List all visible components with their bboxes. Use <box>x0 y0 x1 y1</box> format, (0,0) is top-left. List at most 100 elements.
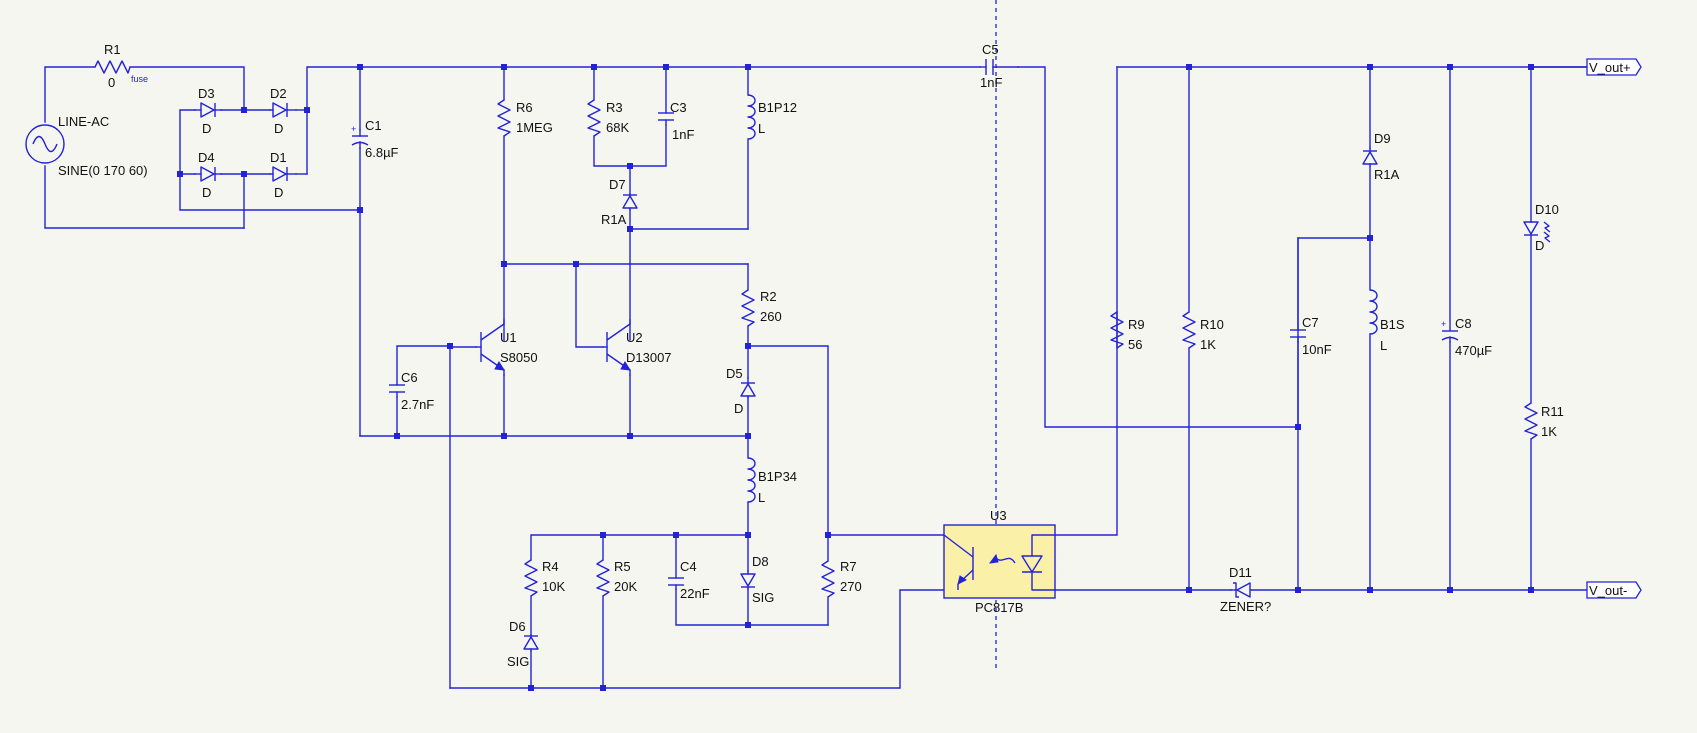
r3-value-label: 68K <box>606 120 629 135</box>
d10-value-label: D <box>1535 238 1544 253</box>
capacitor-c6[interactable]: C6 2.7nF <box>389 370 434 412</box>
transistor-u2[interactable]: U2 D13007 <box>602 319 672 376</box>
inductor-b1p12[interactable]: B1P12 L <box>747 94 797 140</box>
port-vout-minus[interactable]: V_out- <box>1586 581 1642 599</box>
d9-ref-label: D9 <box>1374 131 1391 146</box>
d3-value-label: D <box>202 121 211 136</box>
vout-plus-label: V_out+ <box>1589 60 1631 75</box>
r3-ref-label: R3 <box>606 100 623 115</box>
d11-value-label: ZENER? <box>1220 599 1271 614</box>
b1p34-ref-label: B1P34 <box>758 469 797 484</box>
capacitor-c1[interactable]: + C1 6.8µF <box>351 118 399 160</box>
diode-d8[interactable]: D8 SIG <box>740 554 774 605</box>
r6-value-label: 1MEG <box>516 120 553 135</box>
diode-d3[interactable]: D3 D <box>194 86 222 136</box>
capacitor-c5[interactable]: C5 1nF <box>979 42 1019 90</box>
u1-ref-label: U1 <box>500 330 517 345</box>
r1-note-label: fuse <box>131 74 148 84</box>
d8-value-label: SIG <box>752 590 774 605</box>
b1p12-value-label: L <box>758 121 765 136</box>
inductor-b1s[interactable]: B1S L <box>1369 289 1405 353</box>
diode-d2[interactable]: D2 D <box>269 86 297 136</box>
d4-value-label: D <box>202 185 211 200</box>
transistor-u1[interactable]: U1 S8050 <box>475 319 538 376</box>
diode-d9[interactable]: D9 R1A <box>1362 131 1400 182</box>
r4-value-label: 10K <box>542 579 565 594</box>
resistor-r11[interactable]: R11 1K <box>1524 402 1564 440</box>
r11-ref-label: R11 <box>1541 404 1564 419</box>
resistor-r4[interactable]: R4 10K <box>524 559 565 597</box>
u1-value-label: S8050 <box>500 350 538 365</box>
c7-ref-label: C7 <box>1302 315 1319 330</box>
r5-value-label: 20K <box>614 579 637 594</box>
r6-ref-label: R6 <box>516 100 533 115</box>
d5-ref-label: D5 <box>726 366 743 381</box>
c1-value-label: 6.8µF <box>365 145 399 160</box>
c6-value-label: 2.7nF <box>401 397 434 412</box>
b1s-value-label: L <box>1380 338 1387 353</box>
resistor-r6[interactable]: R6 1MEG <box>497 99 553 137</box>
resistor-r7[interactable]: R7 270 <box>821 559 862 598</box>
c7-value-label: 10nF <box>1302 342 1332 357</box>
r7-ref-label: R7 <box>840 559 857 574</box>
r10-value-label: 1K <box>1200 337 1216 352</box>
r10-ref-label: R10 <box>1200 317 1224 332</box>
led-d10[interactable]: D10 D <box>1523 202 1559 253</box>
r1-value-label: 0 <box>108 75 115 90</box>
d10-ref-label: D10 <box>1535 202 1559 217</box>
c6-ref-label: C6 <box>401 370 418 385</box>
d2-ref-label: D2 <box>270 86 287 101</box>
d2-value-label: D <box>274 121 283 136</box>
vout-minus-label: V_out- <box>1589 583 1627 598</box>
source-name-label: LINE-AC <box>58 114 109 129</box>
ac-source-line[interactable]: LINE-AC SINE(0 170 60) <box>25 114 148 178</box>
u3-value-label: PC817B <box>975 600 1023 615</box>
diode-d5[interactable]: D5 D <box>726 366 756 416</box>
d5-value-label: D <box>734 401 743 416</box>
resistor-r9[interactable]: R9 56 <box>1110 311 1145 352</box>
resistor-r10[interactable]: R10 1K <box>1182 311 1224 352</box>
b1s-ref-label: B1S <box>1380 317 1405 332</box>
r5-ref-label: R5 <box>614 559 631 574</box>
c4-ref-label: C4 <box>680 559 697 574</box>
capacitor-c4[interactable]: C4 22nF <box>668 559 710 601</box>
d11-ref-label: D11 <box>1229 565 1252 580</box>
c3-value-label: 1nF <box>672 127 694 142</box>
diode-d7[interactable]: D7 R1A <box>601 177 638 227</box>
capacitor-c3[interactable]: C3 1nF <box>658 100 694 142</box>
resistor-r3[interactable]: R3 68K <box>587 99 629 137</box>
zener-d11[interactable]: D11 ZENER? <box>1220 565 1271 614</box>
source-value-label: SINE(0 170 60) <box>58 163 148 178</box>
d7-value-label: R1A <box>601 212 627 227</box>
r2-ref-label: R2 <box>760 289 777 304</box>
d7-ref-label: D7 <box>609 177 626 192</box>
r9-value-label: 56 <box>1128 337 1142 352</box>
c8-value-label: 470µF <box>1455 343 1492 358</box>
c5-value-label: 1nF <box>980 75 1002 90</box>
d1-ref-label: D1 <box>270 150 287 165</box>
r1-ref-label: R1 <box>104 42 121 57</box>
diode-d1[interactable]: D1 D <box>269 150 297 200</box>
u2-value-label: D13007 <box>626 350 672 365</box>
d6-value-label: SIG <box>507 654 529 669</box>
d9-value-label: R1A <box>1374 167 1400 182</box>
resistor-r2[interactable]: R2 260 <box>741 289 782 327</box>
r7-value-label: 270 <box>840 579 862 594</box>
d8-ref-label: D8 <box>752 554 769 569</box>
resistor-r1[interactable]: R1 0 fuse <box>94 42 148 90</box>
diode-d6[interactable]: D6 SIG <box>507 619 539 669</box>
resistor-r5[interactable]: R5 20K <box>596 559 637 597</box>
b1p34-value-label: L <box>758 490 765 505</box>
capacitor-c7[interactable]: C7 10nF <box>1290 315 1332 357</box>
b1p12-ref-label: B1P12 <box>758 100 797 115</box>
port-vout-plus[interactable]: V_out+ <box>1530 58 1642 76</box>
c1-ref-label: C1 <box>365 118 382 133</box>
diode-d4[interactable]: D4 D <box>194 150 222 200</box>
u3-ref-label: U3 <box>990 508 1007 523</box>
c8-ref-label: C8 <box>1455 316 1472 331</box>
c1-plus-mark: + <box>351 124 356 134</box>
capacitor-c8[interactable]: + C8 470µF <box>1441 316 1492 358</box>
inductor-b1p34[interactable]: B1P34 L <box>747 457 797 505</box>
optocoupler-u3[interactable]: U3 PC817B <box>943 508 1056 615</box>
